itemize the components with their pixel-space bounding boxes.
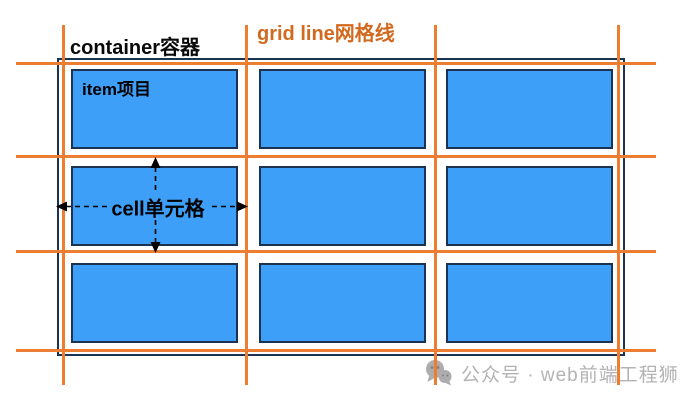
watermark: 公众号 · web前端工程狮 [424, 358, 679, 388]
grid-item [71, 263, 238, 343]
grid-line-vertical-2 [245, 25, 248, 385]
grid-item [259, 263, 426, 343]
grid-item: item项目 [71, 69, 238, 149]
grid-line-vertical-4 [617, 25, 620, 385]
grid-line-horizontal-2 [16, 155, 656, 158]
grid-line-vertical-1 [62, 25, 65, 385]
cell-label: cell单元格 [111, 198, 205, 221]
grid-item [259, 166, 426, 246]
grid-item [446, 263, 613, 343]
item-label: item项目 [82, 80, 151, 99]
grid-line-horizontal-4 [16, 349, 656, 352]
watermark-text: 公众号 · web前端工程狮 [461, 364, 679, 386]
grid-line-horizontal-1 [16, 62, 656, 65]
grid-line-vertical-3 [434, 25, 437, 385]
grid-line-horizontal-3 [16, 250, 656, 253]
grid-item [259, 69, 426, 149]
container-label: container容器 [70, 37, 201, 59]
grid-item [446, 166, 613, 246]
grid-item [446, 69, 613, 149]
grid-line-label: grid line网格线 [257, 23, 395, 45]
wechat-icon [424, 358, 454, 388]
